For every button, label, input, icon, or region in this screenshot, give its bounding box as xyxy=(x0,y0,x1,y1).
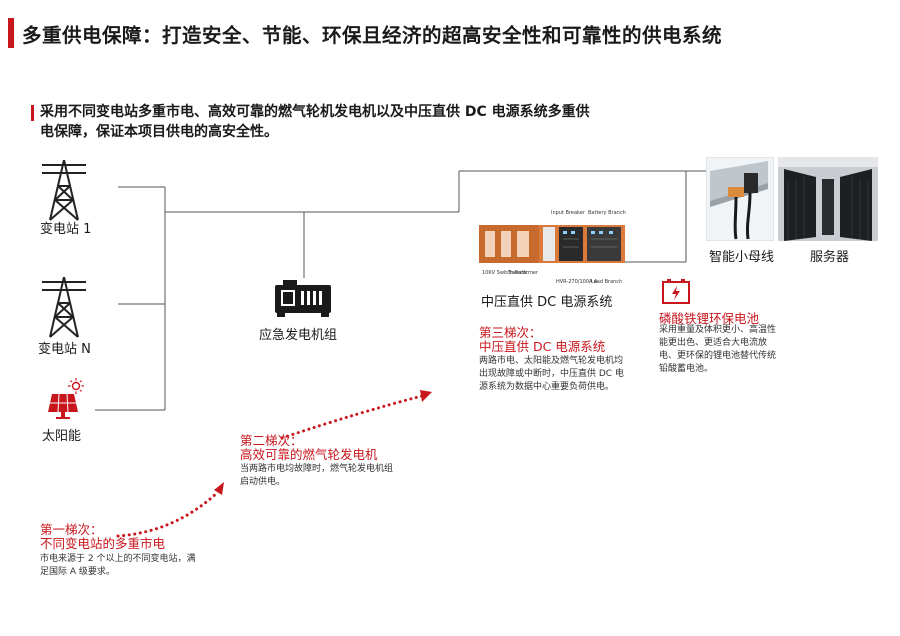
battery-description: 采用重量及体积更小、高温性能更出色、更适合大电流放电、更环保的锂电池替代传统铅酸… xyxy=(659,325,777,374)
generator-icon xyxy=(275,280,331,317)
smart-busway-image xyxy=(706,157,774,241)
subtitle: 采用不同变电站多重市电、高效可靠的燃气轮机发电机以及中压直供 DC 电源系统多重… xyxy=(40,104,590,140)
tag-switch-rack: 10KV Switch Rack xyxy=(482,270,527,276)
server-room-image xyxy=(778,157,878,241)
tier3-label: 第三梯次： xyxy=(479,325,542,340)
generator-label: 应急发电机组 xyxy=(259,328,338,343)
server-label: 服务器 xyxy=(810,250,850,265)
tag-transformer: Transformer xyxy=(508,270,539,276)
substation-1-label: 变电站 1 xyxy=(40,222,92,237)
busway-label: 智能小母线 xyxy=(709,250,775,265)
tag-hvr: HVR-270/100A A xyxy=(556,279,598,285)
substation-n-label: 变电站 N xyxy=(38,342,91,357)
tag-input-breaker: Input Breaker xyxy=(551,210,585,216)
tag-battery-branch: Battery Branch xyxy=(588,210,626,216)
page-title: 多重供电保障：打造安全、节能、环保且经济的超高安全性和可靠性的供电系统 xyxy=(22,24,723,47)
power-lines xyxy=(95,170,706,411)
dotted-progress-arrows xyxy=(116,394,424,538)
transmission-tower-icon xyxy=(42,277,86,338)
transmission-tower-icon xyxy=(42,160,86,221)
dc-system-label: 中压直供 DC 电源系统 xyxy=(481,295,613,310)
subtitle-accent-bar xyxy=(31,105,34,121)
tier2-description: 当两路市电均故障时，燃气轮发电机组启动供电。 xyxy=(240,464,394,487)
tier2-label: 第二梯次： xyxy=(240,433,303,448)
tier2-name: 高效可靠的燃气轮发电机 xyxy=(240,447,378,462)
title-accent-bar xyxy=(8,18,14,48)
tier3-description: 两路市电、太阳能及燃气轮发电机均出现故障或中断时，中压直供 DC 电源系统为数据… xyxy=(479,356,624,392)
solar-label: 太阳能 xyxy=(42,429,82,444)
battery-icon xyxy=(662,279,690,304)
dc-power-cabinet-image xyxy=(479,225,625,263)
tier3-name: 中压直供 DC 电源系统 xyxy=(479,339,606,354)
arrow-heads xyxy=(214,390,432,495)
battery-title: 磷酸铁锂环保电池 xyxy=(659,311,760,326)
tier1-label: 第一梯次： xyxy=(40,522,103,537)
solar-panel-icon xyxy=(48,378,84,419)
tier1-description: 市电来源于 2 个以上的不同变电站，满足国际 A 级要求。 xyxy=(40,554,196,577)
tier1-name: 不同变电站的多重市电 xyxy=(40,536,166,551)
tag-load-branch: Load Branch xyxy=(591,279,623,285)
